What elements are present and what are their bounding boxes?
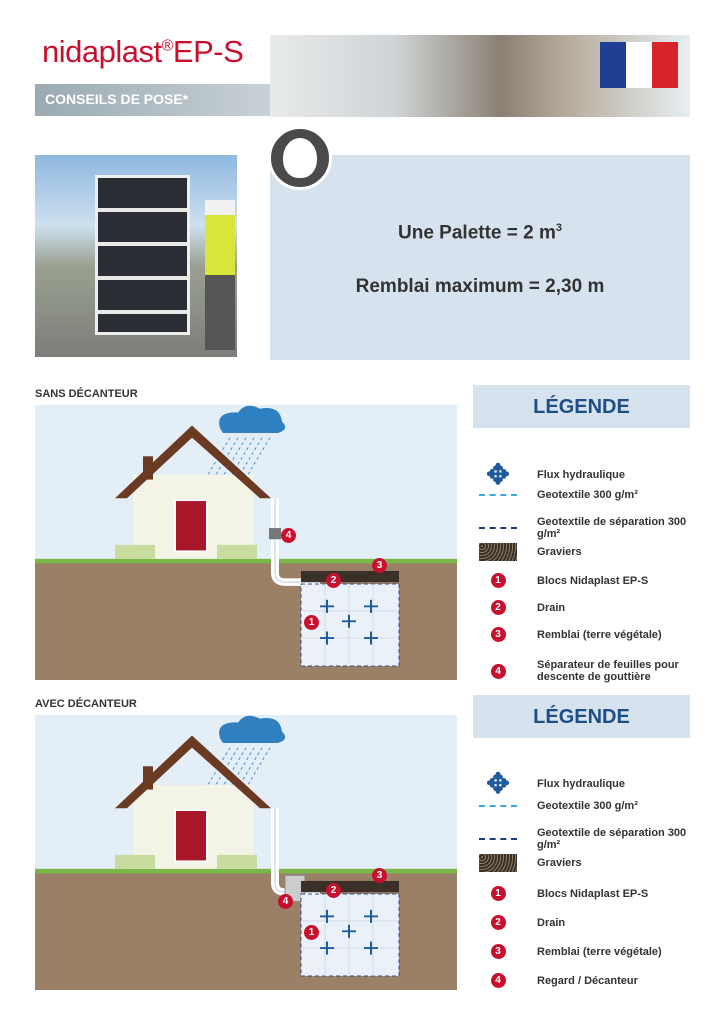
worker-avatar-icon	[268, 126, 332, 190]
legend-label: Graviers	[537, 546, 582, 558]
number-3-icon: 3	[490, 944, 506, 959]
legend-label: Geotextile de séparation 300 g/m²	[537, 516, 687, 540]
legend-label: Regard / Décanteur	[537, 974, 638, 987]
installation-diagram	[35, 715, 457, 990]
legend-label: Geotextile de séparation 300 g/m²	[537, 827, 687, 851]
legend-item: 1 Blocs Nidaplast EP-S	[478, 886, 708, 901]
legend-label: Drain	[537, 916, 566, 929]
number-1-icon: 1	[490, 573, 506, 588]
legend-label: Blocs Nidaplast EP-S	[537, 574, 649, 587]
number-4-icon: 4	[490, 973, 506, 988]
number-2-icon: 2	[490, 600, 506, 615]
legend-label: Geotextile 300 g/m²	[537, 800, 638, 812]
legend-item: Graviers	[478, 854, 708, 872]
legend-item: 4 Séparateur de feuilles pour descente de…	[478, 659, 708, 683]
number-1-icon: 1	[490, 886, 506, 901]
marker-3: 3	[372, 868, 387, 883]
marker-4: 4	[278, 894, 293, 909]
number-2-icon: 2	[490, 915, 506, 930]
marker-4: 4	[281, 528, 296, 543]
number-3-icon: 3	[490, 627, 506, 642]
light-dash-icon	[479, 494, 517, 496]
brand-logo: nidaplast®EP-S	[42, 34, 244, 69]
marker-2: 2	[326, 573, 341, 588]
cloud-icon	[219, 715, 286, 743]
light-dash-icon	[479, 805, 517, 807]
installation-diagram	[35, 405, 457, 680]
french-flag-icon	[600, 42, 678, 88]
legend-item: 1 Blocs Nidaplast EP-S	[478, 573, 708, 588]
marker-1: 1	[304, 615, 319, 630]
legend-label: Flux hydraulique	[537, 778, 626, 790]
legend-item: Geotextile de séparation 300 g/m²	[478, 827, 708, 851]
legend-item: Geotextile 300 g/m²	[478, 489, 708, 501]
legend-item: Geotextile 300 g/m²	[478, 800, 708, 812]
subtitle-band: CONSEILS DE POSE*	[35, 84, 275, 116]
legend-title: LÉGENDE	[473, 695, 690, 738]
section-title: AVEC DÉCANTEUR	[35, 698, 137, 710]
gravel-icon	[479, 854, 517, 872]
marker-2: 2	[326, 883, 341, 898]
legend-item: 2 Drain	[478, 600, 708, 615]
legend-label: Séparateur de feuilles pour descente de …	[537, 659, 679, 683]
legend-label: Blocs Nidaplast EP-S	[537, 887, 649, 900]
legend-item: Graviers	[478, 543, 708, 561]
section-title: SANS DÉCANTEUR	[35, 388, 138, 400]
dark-dash-icon	[479, 838, 517, 840]
legend-label: Drain	[537, 601, 566, 614]
legend-label: Remblai (terre végétale)	[537, 945, 662, 958]
gravel-icon	[479, 543, 517, 561]
marker-1: 1	[304, 925, 319, 940]
legend-item: 4 Regard / Décanteur	[478, 973, 708, 988]
legend-item: 3 Remblai (terre végétale)	[478, 944, 708, 959]
pallet-volume: Une Palette = 2 m3	[398, 222, 562, 244]
marker-3: 3	[372, 558, 387, 573]
legend-label: Flux hydraulique	[537, 469, 626, 481]
info-box	[270, 155, 690, 360]
legend-label: Geotextile 300 g/m²	[537, 489, 638, 501]
legend-item: ✥ Flux hydraulique	[478, 770, 708, 798]
legend-label: Graviers	[537, 857, 582, 869]
legend-item: ✥ Flux hydraulique	[478, 461, 708, 489]
legend-item: Geotextile de séparation 300 g/m²	[478, 516, 708, 540]
legend-item: 3 Remblai (terre végétale)	[478, 627, 708, 642]
flow-arrows-icon: ✥	[486, 459, 510, 490]
pallet-photo	[35, 155, 237, 357]
cloud-icon	[219, 405, 286, 433]
max-backfill: Remblai maximum = 2,30 m	[355, 276, 605, 297]
number-4-icon: 4	[490, 663, 506, 679]
flow-arrows-icon: ✥	[486, 768, 510, 799]
dark-dash-icon	[479, 527, 517, 529]
legend-item: 2 Drain	[478, 915, 708, 930]
legend-title: LÉGENDE	[473, 385, 690, 428]
legend-label: Remblai (terre végétale)	[537, 628, 662, 641]
